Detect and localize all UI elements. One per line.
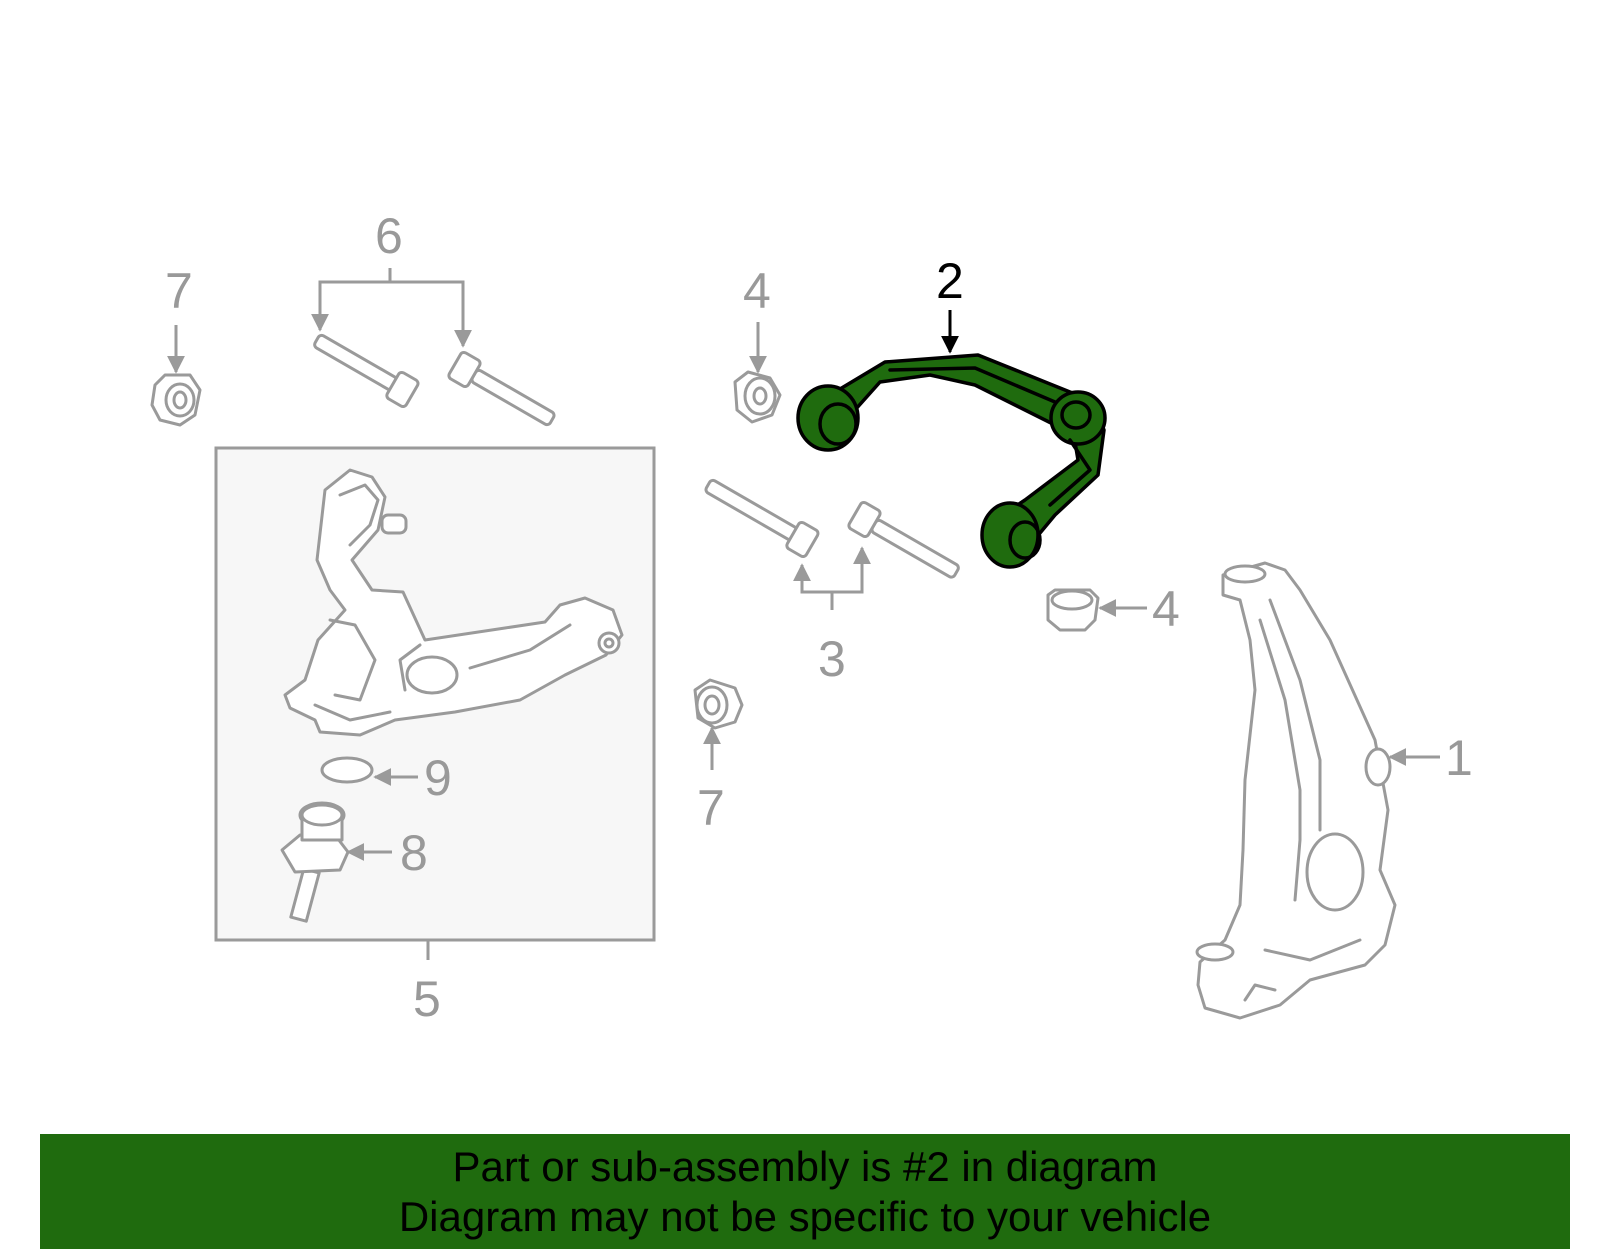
arm-detail bbox=[468, 623, 572, 670]
callout-7-top[interactable]: 7 bbox=[165, 263, 193, 319]
nut-7-mid[interactable] bbox=[693, 678, 744, 730]
info-banner: Part or sub-assembly is #2 in diagram Di… bbox=[40, 1134, 1570, 1249]
knuckle-detail bbox=[1263, 938, 1362, 962]
bolt-pair-6[interactable] bbox=[309, 327, 559, 433]
callout-6[interactable]: 6 bbox=[375, 208, 403, 264]
upper-arm-bushing-left bbox=[796, 384, 860, 452]
bolt bbox=[704, 478, 820, 559]
upper-control-arm[interactable] bbox=[796, 353, 1107, 569]
arm-detail bbox=[398, 643, 422, 692]
knuckle-detail bbox=[1243, 983, 1277, 1002]
bolt bbox=[847, 500, 960, 579]
nut-4-top[interactable] bbox=[733, 370, 782, 424]
callout-2[interactable]: 2 bbox=[936, 253, 964, 309]
bolt bbox=[447, 350, 556, 427]
knuckle-detail bbox=[1268, 598, 1322, 832]
knuckle-hub-bore bbox=[1305, 832, 1365, 912]
steering-knuckle[interactable] bbox=[1195, 561, 1397, 1020]
banner-line-disclaimer: Diagram may not be specific to your vehi… bbox=[398, 1193, 1212, 1240]
gasket-ring bbox=[320, 756, 374, 784]
knuckle-bottom-eye bbox=[1195, 942, 1235, 962]
lower-control-arm bbox=[283, 468, 624, 737]
upper-arm-ball-joint bbox=[980, 501, 1042, 569]
callout-1[interactable]: 1 bbox=[1445, 730, 1473, 786]
nut-4-right[interactable] bbox=[1046, 588, 1100, 632]
banner-line-part: Part or sub-assembly is #2 in diagram bbox=[452, 1143, 1158, 1190]
callout-9[interactable]: 9 bbox=[424, 750, 452, 806]
callout-4-right[interactable]: 4 bbox=[1152, 581, 1180, 637]
knuckle-detail bbox=[1258, 618, 1302, 902]
callout-8[interactable]: 8 bbox=[400, 825, 428, 881]
callout-labels: 1 2 3 4 4 5 6 7 7 8 9 bbox=[165, 208, 1473, 1027]
bolt-pair-3[interactable] bbox=[701, 472, 964, 585]
ball-joint bbox=[280, 801, 350, 923]
nut-7-top[interactable] bbox=[150, 373, 202, 427]
callout-5[interactable]: 5 bbox=[413, 971, 441, 1027]
upper-arm-bushing-right bbox=[1049, 390, 1107, 446]
upper-arm-ridge bbox=[1048, 438, 1092, 507]
arm-ball-joint-boss bbox=[405, 655, 459, 695]
bolt bbox=[313, 333, 420, 409]
arm-detail bbox=[328, 618, 377, 702]
lower-control-arm-assembly[interactable] bbox=[214, 446, 656, 942]
arm-detail bbox=[338, 483, 380, 547]
callout-7-mid[interactable]: 7 bbox=[697, 780, 725, 836]
knuckle-boss bbox=[1364, 747, 1392, 787]
callout-4-top[interactable]: 4 bbox=[743, 263, 771, 319]
knuckle-top-eye bbox=[1223, 564, 1267, 584]
arm-bushing-inner bbox=[603, 637, 615, 649]
arm-stud bbox=[380, 513, 408, 535]
callout-3[interactable]: 3 bbox=[818, 631, 846, 687]
upper-arm-ridge bbox=[888, 366, 1057, 404]
leader-lines bbox=[167, 268, 1440, 960]
arm-detail bbox=[313, 703, 392, 722]
